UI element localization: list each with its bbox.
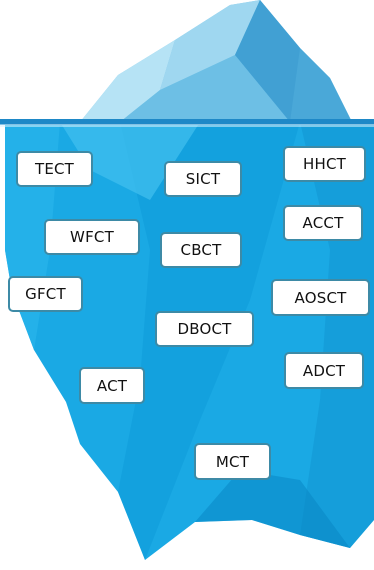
label-acct: ACCT: [283, 205, 363, 241]
tip-facet-center: [120, 55, 290, 122]
label-cbct: CBCT: [160, 232, 242, 268]
label-mct: MCT: [194, 443, 271, 480]
label-gfct: GFCT: [8, 276, 83, 312]
label-aosct: AOSCT: [271, 279, 370, 316]
water-line: [0, 119, 374, 125]
label-wfct: WFCT: [44, 219, 140, 255]
underwater-facet-top: [60, 122, 200, 200]
tip-facet-left: [80, 40, 175, 122]
label-adct: ADCT: [284, 352, 364, 389]
label-tect: TECT: [16, 151, 93, 187]
tip-facet-dark: [235, 0, 300, 122]
label-sict: SICT: [164, 161, 242, 197]
label-act: ACT: [79, 367, 145, 404]
label-dboct: DBOCT: [155, 311, 254, 347]
underwater-facet-bottom: [195, 470, 350, 548]
water-line-highlight: [0, 124, 374, 127]
tip-facet-top: [160, 0, 260, 90]
label-hhct: HHCT: [283, 146, 366, 182]
